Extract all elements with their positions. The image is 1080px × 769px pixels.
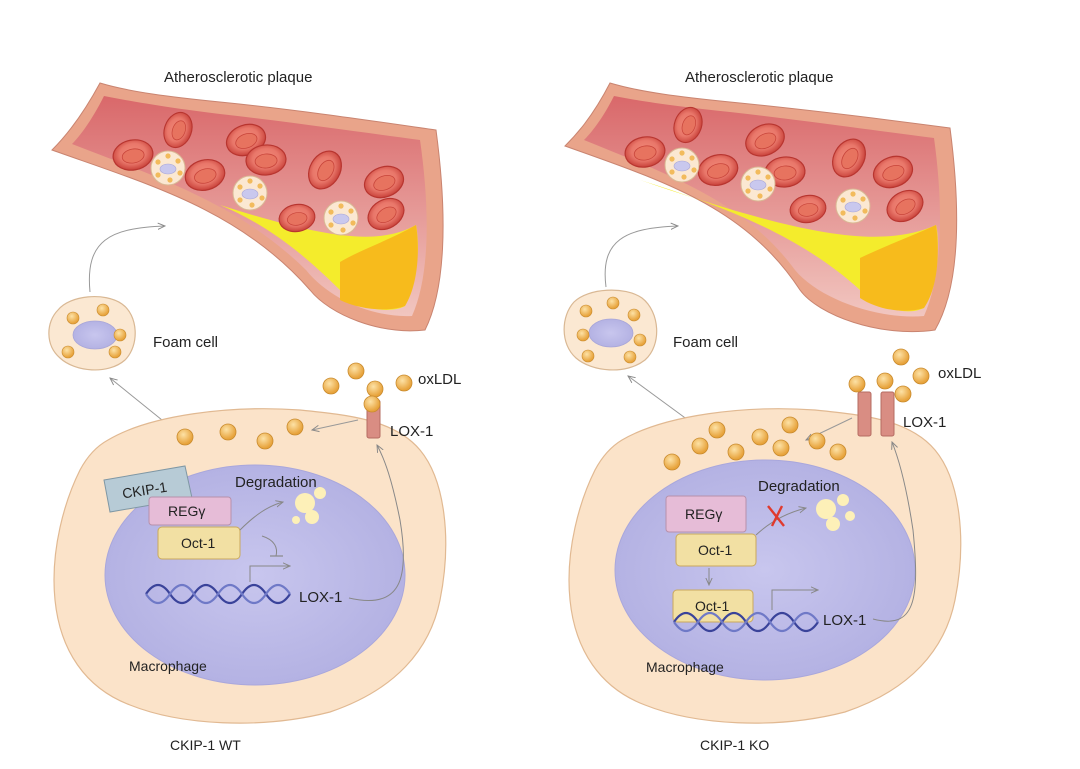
lipid-droplet — [96, 303, 110, 317]
lipid-droplet — [256, 432, 274, 450]
degraded-fragments — [816, 494, 855, 531]
panel-ko: Atherosclerotic plaque — [563, 69, 981, 753]
plaque-title: Atherosclerotic plaque — [685, 69, 833, 86]
lipid-droplet — [751, 428, 769, 446]
lipid-droplet — [576, 328, 590, 342]
oct1-label: Oct-1 — [698, 542, 732, 558]
foam-cell — [48, 296, 136, 371]
lipid-droplet — [808, 432, 826, 450]
lipid-droplet — [219, 423, 237, 441]
oxldl-particle — [848, 375, 866, 393]
lox1-receptor — [857, 391, 872, 437]
lipid-droplet — [627, 308, 641, 322]
arrow-macrophage-to-foam — [110, 378, 163, 421]
lox1-receptor-label: LOX-1 — [903, 414, 946, 431]
arrow-foam-to-plaque — [604, 226, 678, 288]
degradation-label: Degradation — [758, 478, 840, 495]
lox1-receptor-label: LOX-1 — [390, 423, 433, 440]
lipid-droplet — [113, 328, 127, 342]
macrophage — [568, 408, 962, 724]
reg-gamma-box — [665, 495, 747, 533]
macrophage-label: Macrophage — [129, 658, 207, 674]
lox1-gene-label: LOX-1 — [299, 589, 342, 606]
promoter-arrow — [771, 590, 818, 610]
white-blood-cell — [232, 175, 268, 211]
inhibition-line — [261, 535, 278, 557]
oxldl-particle — [322, 377, 340, 395]
foam-cell — [563, 289, 658, 371]
arrow-to-degradation — [239, 502, 283, 531]
lipid-droplet — [708, 421, 726, 439]
lipid-droplet — [772, 439, 790, 457]
lipid-droplet — [579, 304, 593, 318]
plaque-title: Atherosclerotic plaque — [164, 69, 312, 86]
lipid-droplet — [623, 350, 637, 364]
oxldl-particle — [366, 380, 384, 398]
oct1-box — [675, 533, 757, 567]
macrophage-label: Macrophage — [646, 659, 724, 675]
oxldl-particle — [876, 372, 894, 390]
arrow-gene-to-receptor — [872, 442, 917, 622]
oxldl-label: oxLDL — [418, 371, 461, 388]
lipid-droplet — [108, 345, 122, 359]
blocked-cross-icon — [767, 505, 785, 527]
lox1-gene-label: LOX-1 — [823, 612, 866, 629]
oct1-label: Oct-1 — [181, 535, 215, 551]
arrow-to-degradation — [755, 508, 806, 536]
white-blood-cell — [150, 150, 186, 186]
arrow-macrophage-to-foam — [628, 376, 689, 421]
oxldl-particle — [912, 367, 930, 385]
caption-wt: CKIP-1 WT — [170, 737, 241, 753]
lipid-droplet — [286, 418, 304, 436]
reg-gamma-box — [148, 496, 232, 526]
oxldl-label: oxLDL — [938, 365, 981, 382]
arrow-foam-to-plaque — [88, 226, 165, 293]
white-blood-cell — [740, 166, 776, 202]
foam-cell-label: Foam cell — [673, 334, 738, 351]
degraded-fragments — [292, 487, 326, 524]
oct1-label: Oct-1 — [695, 598, 729, 614]
lipid-droplet — [727, 443, 745, 461]
oxldl-particle — [395, 374, 413, 392]
reg-gamma-label: REGγ — [685, 506, 722, 522]
lipid-droplet — [581, 349, 595, 363]
lipid-droplet — [663, 453, 681, 471]
lipid-droplet — [176, 428, 194, 446]
oxldl-particle — [892, 348, 910, 366]
oxldl-particle — [894, 385, 912, 403]
lipid-droplet — [633, 333, 647, 347]
white-blood-cell — [664, 147, 700, 183]
ckip1-label: CKIP-1 — [121, 479, 168, 502]
lipid-droplet — [691, 437, 709, 455]
promoter-arrow — [249, 566, 290, 582]
white-blood-cell — [835, 188, 871, 224]
arrow-uptake — [312, 419, 359, 430]
lipid-droplet — [781, 416, 799, 434]
panel-wt: Atherosclerotic plaque — [48, 69, 461, 753]
lipid-droplet — [66, 311, 80, 325]
caption-ko: CKIP-1 KO — [700, 737, 769, 753]
reg-gamma-label: REGγ — [168, 503, 205, 519]
oxldl-particle — [363, 395, 381, 413]
lipid-droplet — [829, 443, 847, 461]
oxldl-particles — [322, 362, 413, 413]
lipid-droplet — [606, 296, 620, 310]
oct1-box — [157, 526, 241, 560]
foam-cell-label: Foam cell — [153, 334, 218, 351]
arrow-gene-to-receptor — [348, 445, 404, 602]
white-blood-cell — [323, 200, 359, 236]
lox1-receptor — [880, 391, 895, 437]
oxldl-particle — [347, 362, 365, 380]
degradation-label: Degradation — [235, 474, 317, 491]
lipid-droplet — [61, 345, 75, 359]
